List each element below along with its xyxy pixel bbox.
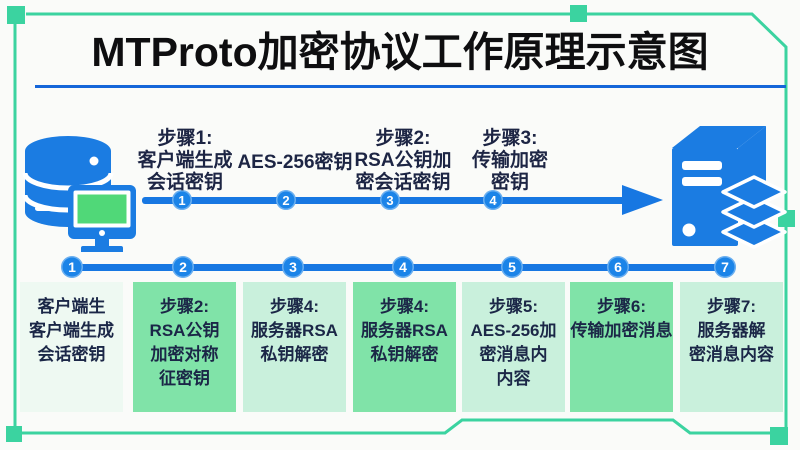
label-line: 传输加密 [471,150,548,171]
box-line: 加密对称 [150,345,219,364]
box-line: 征密钥 [159,369,210,388]
label-line: 步骤1: [157,128,213,149]
box-line: 步骤5: [488,297,539,316]
box-line: 私钥解密 [370,345,439,364]
frame-corner-square-top-left [7,6,25,24]
label-line: 会话密钥 [146,172,223,193]
client-database-computer-icon [22,136,136,252]
box-line: 步骤2: [159,297,210,316]
box-line: 内容 [496,369,531,388]
box-line: 服务器解 [697,321,766,340]
box-line: 服务器RSA [251,321,338,340]
step-box: 步骤6: 传输加密消息 [570,282,673,412]
step-box: 客户端生客户端生成会话密钥 [20,282,123,412]
frame-corner-square-bottom-left [6,426,22,442]
top-step-circle: 2 [276,190,296,210]
box-line: RSA公钥 [149,321,220,340]
frame-square-top-middle [570,5,587,22]
box-line: AES-256加 [470,321,557,340]
label-line: 客户端生成 [137,150,233,171]
top-arrow-head [622,185,663,215]
top-step-label: 步骤2:RSA公钥加密会话密钥 [328,128,478,194]
box-line: 传输加密消息 [570,321,673,340]
bottom-step-circle: 7 [714,256,736,278]
box-line: 步骤6: [596,297,647,316]
label-line: 步骤2: [375,128,431,149]
diagram-title: MTProto加密协议工作原理示意图 [91,29,709,75]
box-line: 服务器RSA [361,321,448,340]
box-line: 密消息内 [479,345,548,364]
frame-bottom-line [15,418,775,435]
top-step-circle: 3 [380,190,400,210]
step-box: 步骤4: 服务器RSA 私钥解密 [353,282,456,412]
box-line: 私钥解密 [260,345,329,364]
server-database-stack-icon [672,126,787,249]
label-line: 密会话密钥 [355,172,451,193]
top-step-circle: 1 [172,190,192,210]
step-box: 步骤4: 服务器RSA 私钥解密 [243,282,346,412]
top-step-label: 步骤3:传输加密密钥 [435,128,585,194]
box-line: 客户端生 [37,297,106,316]
bottom-step-circle: 5 [501,256,523,278]
box-line: 密消息内容 [689,345,774,364]
top-step-label: 步骤1:客户端生成会话密钥 [110,128,260,194]
top-step-label: AES-256密钥 [210,152,380,174]
box-line: 步骤7: [706,297,757,316]
bottom-step-circle: 6 [607,256,629,278]
label-line: 步骤3: [482,128,538,149]
label-line: RSA公钥加 [354,150,452,171]
bottom-step-circle: 1 [61,256,83,278]
bottom-step-circle: 3 [282,256,304,278]
box-line: 步骤4: [269,297,320,316]
label-line: 密钥 [490,172,529,193]
step-box: 步骤2: RSA公钥加密对称征密钥 [133,282,236,412]
step-box: 步骤7: 服务器解密消息内容 [680,282,783,412]
box-line: 会话密钥 [37,345,106,364]
step-box: 步骤5: AES-256加密消息内内容 [462,282,565,412]
title-underline [35,85,786,88]
bottom-step-circle: 2 [172,256,194,278]
box-line: 步骤4: [379,297,430,316]
frame-corner-square-bottom-right [770,427,788,445]
top-step-circle: 4 [483,190,503,210]
bottom-step-circle: 4 [392,256,414,278]
frame-top-right-line [26,12,788,428]
label-line: AES-256密钥 [237,152,353,173]
box-line: 客户端生成 [29,321,114,340]
